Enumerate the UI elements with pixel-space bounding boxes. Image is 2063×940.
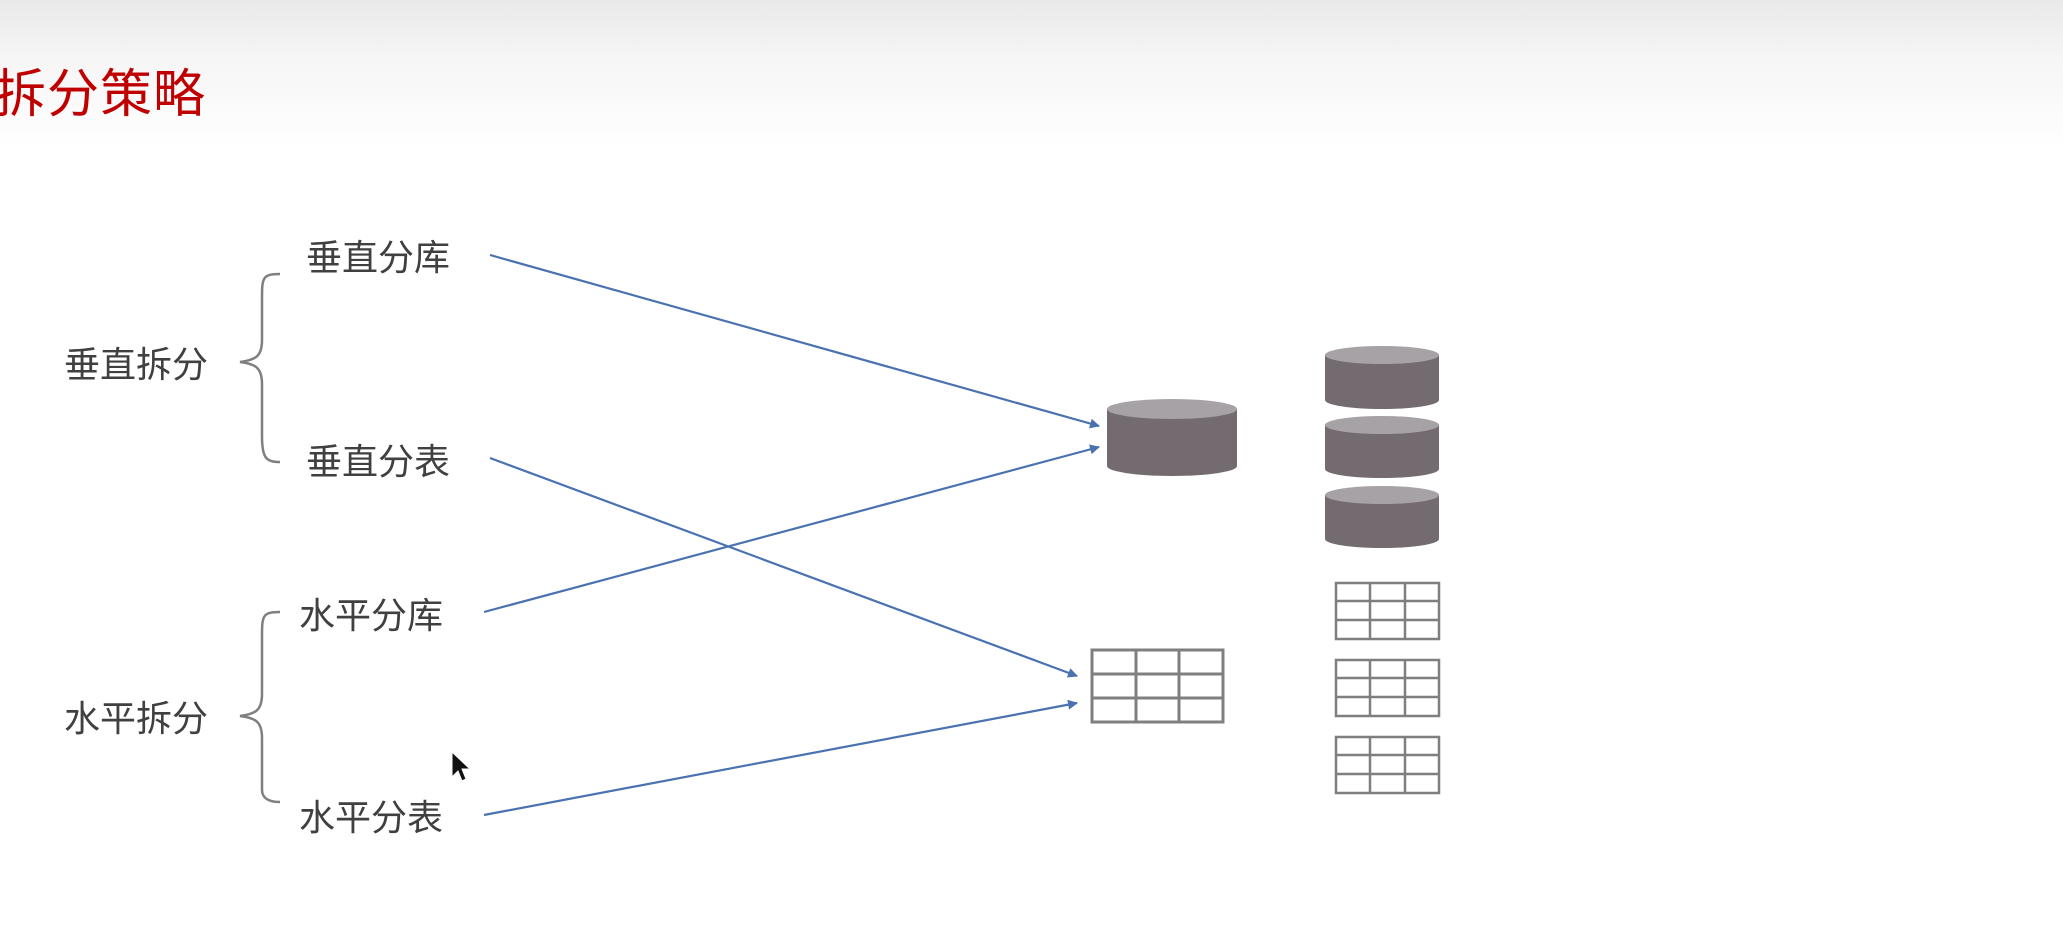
vertical-split-label: 垂直拆分 [64, 345, 209, 386]
table-icon [1334, 735, 1441, 795]
vertical-db-split-label: 垂直分库 [306, 238, 451, 279]
horizontal-split-label: 水平拆分 [64, 699, 209, 740]
database-icon [1325, 346, 1439, 409]
database-icon [1107, 399, 1237, 476]
database-stack-icon [1325, 346, 1439, 548]
arrow-vertical-table-to-table [489, 456, 1078, 678]
arrow-horizontal-db-to-database [483, 444, 1100, 614]
cursor-icon [451, 750, 472, 782]
horizontal-table-split-label: 水平分表 [299, 798, 444, 839]
table-stack-icon [1334, 581, 1441, 795]
vertical-table-split-label: 垂直分表 [306, 442, 451, 483]
database-icon [1325, 486, 1439, 548]
table-icon [1334, 581, 1441, 641]
arrow-vertical-db-to-database [489, 253, 1100, 429]
arrow-horizontal-table-to-table [483, 699, 1078, 817]
table-icon [1334, 658, 1441, 718]
horizontal-db-split-label: 水平分库 [299, 596, 444, 637]
database-icon [1325, 416, 1439, 478]
vertical-split-brace [239, 272, 281, 464]
horizontal-split-brace [239, 610, 281, 804]
slide-title: 拆分策略 [0, 65, 207, 125]
table-icon [1090, 648, 1225, 724]
